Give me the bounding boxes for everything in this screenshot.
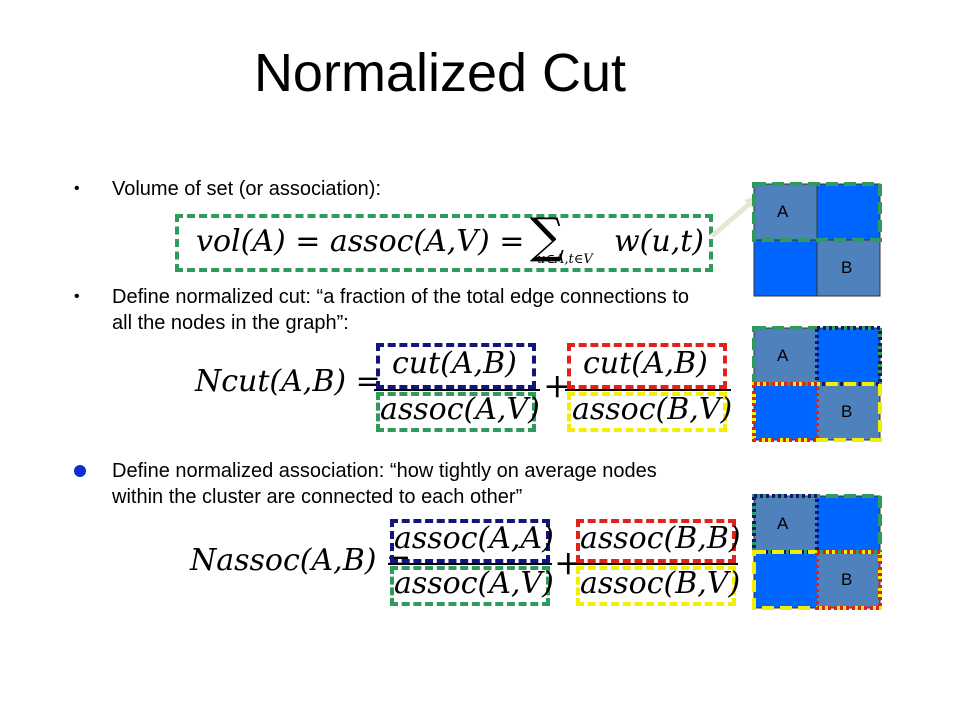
matrix-label-b: B xyxy=(841,570,853,589)
matrix-label-a: A xyxy=(777,202,789,221)
slide-title: Normalized Cut xyxy=(253,43,627,103)
eq1-box xyxy=(175,214,713,272)
eq2-num1-box xyxy=(376,343,536,389)
eq2-num1: cut(A,B) xyxy=(392,346,517,381)
eq3-num2: assoc(B,B) xyxy=(580,521,741,556)
matrix-row-a-highlight xyxy=(752,182,882,242)
matrix-volume xyxy=(752,182,882,297)
sum-symbol: ∑ xyxy=(530,208,565,264)
bullet-marker xyxy=(74,458,94,484)
bullet-text-line2: all the nodes in the graph”: xyxy=(112,312,349,334)
eq3-num1: assoc(A,A) xyxy=(394,521,554,556)
eq2-num2: cut(A,B) xyxy=(583,346,708,381)
eq1-rhs: w(u,t) xyxy=(614,224,704,259)
eq2-plus: + xyxy=(543,366,572,406)
matrix-cell-aa xyxy=(754,184,817,240)
eq3-num1-box xyxy=(390,519,550,563)
eq2-fraction-line-1 xyxy=(374,389,540,391)
eq3-den1-box xyxy=(390,566,550,606)
bullet-text-line1: Define normalized association: “how tigh… xyxy=(112,460,657,482)
matrix-cell-ba xyxy=(754,240,817,296)
bullet-text: Volume of set (or association): xyxy=(112,178,382,200)
eq2-num2-box xyxy=(567,343,727,389)
matrix-label-a: A xyxy=(777,346,789,365)
eq2-lhs: Ncut(A,B) = xyxy=(195,364,381,399)
matrix-label-b: B xyxy=(841,258,853,277)
eq3-fraction-line-2 xyxy=(574,563,738,565)
matrix-cell-ab xyxy=(817,184,880,240)
matrix-cell-bb xyxy=(817,240,880,296)
bullet-marker: • xyxy=(74,288,80,305)
matrix-ncut xyxy=(752,326,882,442)
eq3-lhs: Nassoc(A,B) = xyxy=(190,543,412,578)
bullet-text-line1: Define normalized cut: “a fraction of th… xyxy=(112,286,690,308)
eq1-lhs: vol(A) = assoc(A,V) = xyxy=(196,224,525,259)
bullet-marker: • xyxy=(74,180,80,197)
eq3-fraction-line-1 xyxy=(388,563,552,565)
matrix-label-a: A xyxy=(777,514,789,533)
matrix-label-b: B xyxy=(841,402,853,421)
eq2-fraction-line-2 xyxy=(565,389,731,391)
eq3-den2: assoc(B,V) xyxy=(580,566,741,601)
eq2-den2: assoc(B,V) xyxy=(572,392,733,427)
eq1-subscript: u∈A,t∈V xyxy=(537,252,593,267)
matrix-nassoc xyxy=(752,494,882,610)
eq3-num2-box xyxy=(576,519,736,563)
eq2-den2-box xyxy=(567,392,727,432)
eq2-den1: assoc(A,V) xyxy=(380,392,540,427)
eq3-den2-box xyxy=(576,566,736,606)
eq2-den1-box xyxy=(376,392,536,432)
eq3-den1: assoc(A,V) xyxy=(394,566,554,601)
bullet-text-line2: within the cluster are connected to each… xyxy=(112,486,523,508)
